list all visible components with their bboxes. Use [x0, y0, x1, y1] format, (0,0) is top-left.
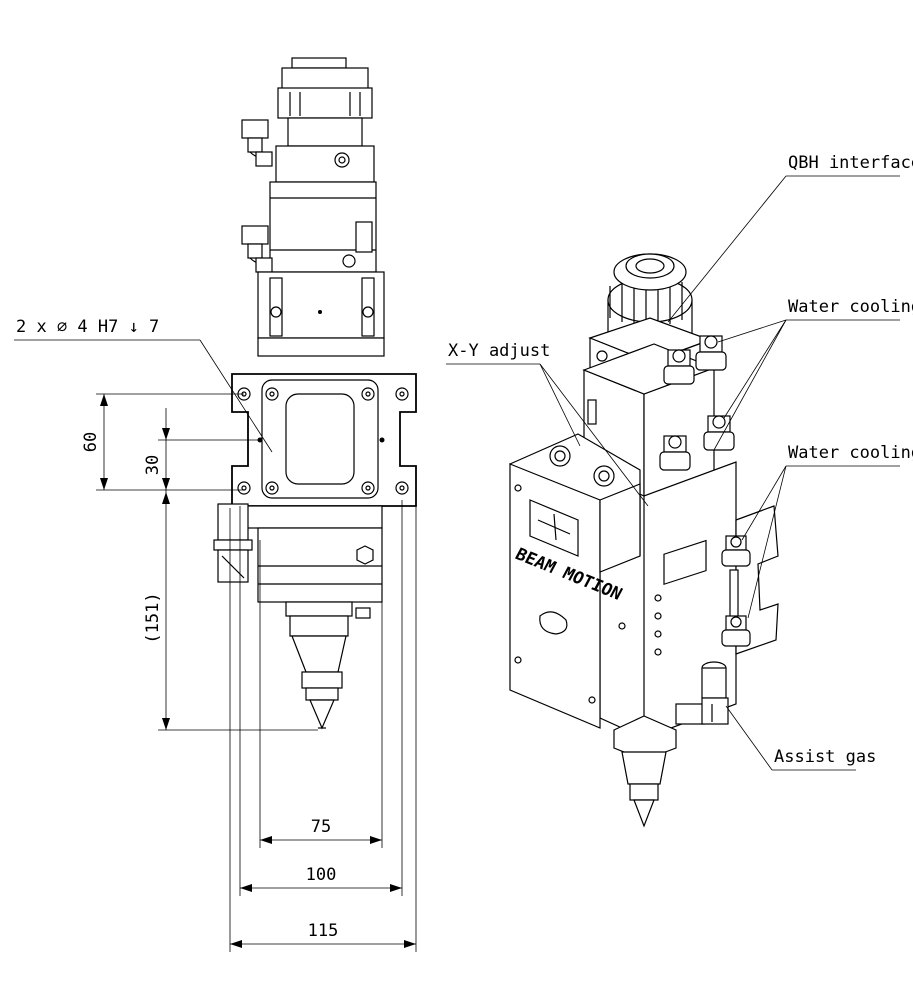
dim-60: 60 — [81, 432, 101, 452]
water-cooling-fittings-lower — [721, 535, 751, 647]
gauge-window — [529, 499, 579, 557]
water-cooling-fittings-upper — [659, 335, 735, 471]
isometric-view: BEAM MOTION QBH interface Water cooling — [446, 153, 913, 828]
callout-water-cooling-2: Water cooling — [788, 443, 913, 463]
dim-30: 30 — [143, 455, 163, 475]
front-view: 2 x ∅ 4 H7 ↓ 7 60 30 (151) 75 — [14, 57, 417, 952]
qbh-cap — [277, 57, 373, 147]
lower-collar — [245, 505, 383, 529]
assist-gas-fitting — [675, 661, 729, 725]
assist-gas-fitting-front — [213, 503, 253, 583]
callout-water-cooling-1: Water cooling — [788, 297, 913, 317]
mounting-plate — [231, 373, 417, 507]
dim-115: 115 — [308, 921, 339, 941]
hole-note-label: 2 x ∅ 4 H7 ↓ 7 — [16, 317, 159, 337]
nozzle-iso — [613, 715, 677, 828]
callout-qbh-interface: QBH interface — [788, 153, 913, 173]
callout-xy-adjust: X-Y adjust — [448, 341, 550, 361]
water-fitting-left-1 — [241, 119, 273, 167]
dim-151: (151) — [143, 592, 163, 643]
control-box: BEAM MOTION — [509, 433, 641, 729]
nozzle-front — [285, 601, 371, 730]
access-slot — [539, 611, 568, 635]
callout-assist-gas: Assist gas — [774, 747, 876, 767]
upper-collar — [275, 145, 375, 183]
dim-100: 100 — [306, 865, 337, 885]
lower-housing — [257, 527, 383, 603]
dim-75: 75 — [311, 817, 331, 837]
water-fitting-left-2 — [241, 225, 273, 273]
